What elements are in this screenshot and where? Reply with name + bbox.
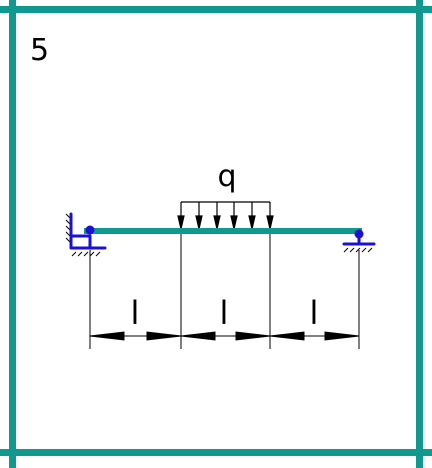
- span-label-3: l: [310, 294, 319, 332]
- wall-hatch: [65, 231, 71, 237]
- load-arrowhead: [230, 215, 238, 230]
- left-support: [65, 212, 107, 257]
- dim-arrowhead: [89, 331, 125, 341]
- pin-joint: [354, 229, 364, 239]
- dim-arrowhead: [180, 331, 216, 341]
- ground-hatch: [367, 247, 373, 253]
- wall-hatch: [65, 213, 71, 219]
- dim-arrowhead: [269, 331, 305, 341]
- load-label: q: [217, 159, 236, 194]
- span-label-1: l: [131, 294, 140, 332]
- load-arrowhead: [177, 215, 185, 230]
- ground-hatch: [83, 251, 89, 257]
- load-arrowhead: [248, 215, 256, 230]
- dim-arrowhead: [146, 331, 182, 341]
- ground-hatch: [349, 247, 355, 253]
- right-support: [342, 229, 376, 253]
- ground-hatch: [71, 251, 77, 257]
- wall-hatch: [65, 225, 71, 231]
- beam: [84, 228, 362, 234]
- frame-top: [0, 6, 432, 13]
- ground-hatch: [343, 247, 349, 253]
- frame-right: [416, 0, 423, 468]
- ground-hatch: [77, 251, 83, 257]
- ground-hatch: [361, 247, 367, 253]
- ground-hatch: [95, 251, 101, 257]
- span-label-2: l: [220, 294, 229, 332]
- frame-bottom: [0, 449, 432, 456]
- ground-hatch: [355, 247, 361, 253]
- load-arrowhead: [213, 215, 221, 230]
- load-arrowhead: [266, 215, 274, 230]
- extension-lines: [89, 234, 360, 349]
- dimension-line: [89, 331, 360, 341]
- ground-hatch: [89, 251, 95, 257]
- load-arrowhead: [195, 215, 203, 230]
- problem-number: 5: [30, 33, 49, 68]
- dim-arrowhead: [324, 331, 360, 341]
- distributed-load: [177, 201, 274, 230]
- dim-arrowhead: [235, 331, 271, 341]
- pin-joint: [85, 225, 95, 235]
- wall-hatch: [65, 237, 71, 243]
- frame-left: [9, 0, 16, 468]
- wall-hatch: [65, 219, 71, 225]
